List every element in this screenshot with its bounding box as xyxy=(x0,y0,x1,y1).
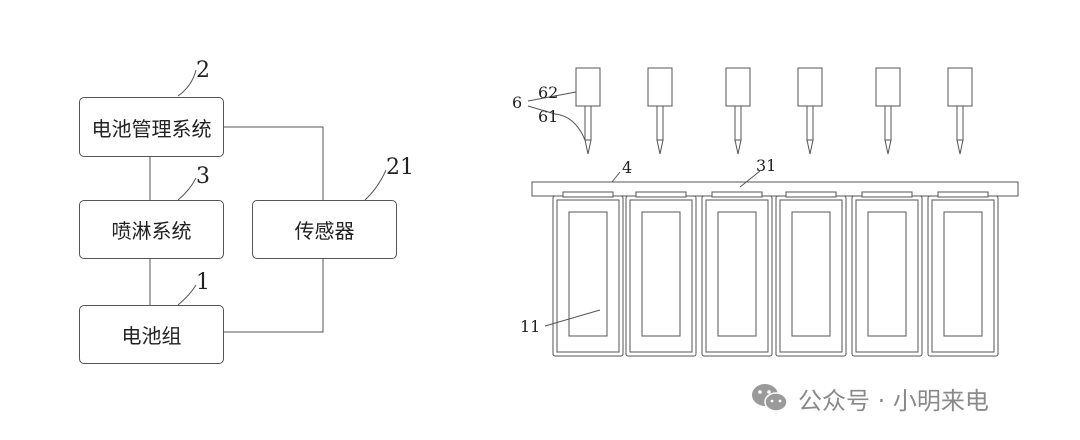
spray-nozzle xyxy=(647,67,673,155)
leader-62 xyxy=(527,91,577,102)
battery-cell-11 xyxy=(625,191,697,357)
ref-number-21: 21 xyxy=(386,155,414,180)
connector-sensor-pack xyxy=(222,258,324,333)
ref-number-6: 6 xyxy=(512,93,523,112)
leader-1 xyxy=(177,284,197,306)
cell-terminal-4 xyxy=(562,191,614,198)
cell-window xyxy=(943,211,983,337)
cell-terminal-4 xyxy=(937,191,989,198)
nozzle-tip xyxy=(584,139,592,155)
nozzle-stem-61 xyxy=(656,105,664,141)
ref-number-2: 2 xyxy=(196,58,210,83)
battery-pack-label: 电池组 xyxy=(121,324,182,348)
spray-system-label: 喷淋系统 xyxy=(111,219,192,243)
cell-window xyxy=(791,211,831,337)
nozzle-stem-61 xyxy=(806,105,814,141)
nozzle-tip xyxy=(806,139,814,155)
ref-number-11: 11 xyxy=(520,317,541,336)
bms-block: 电池管理系统 xyxy=(79,97,224,157)
spray-system-block: 喷淋系统 xyxy=(79,200,224,259)
ref-number-1: 1 xyxy=(196,270,210,295)
cell-row xyxy=(552,191,999,357)
nozzle-tip xyxy=(956,139,964,155)
cell-terminal-4 xyxy=(635,191,687,198)
battery-cell-11 xyxy=(775,191,847,357)
cell-window xyxy=(717,211,757,337)
spray-nozzle xyxy=(875,67,901,155)
battery-cell-11 xyxy=(552,191,624,357)
battery-cell-11 xyxy=(851,191,923,357)
leader-61 xyxy=(527,105,586,141)
cell-window xyxy=(867,211,907,337)
ref-number-3: 3 xyxy=(196,164,210,189)
spray-nozzle xyxy=(797,67,823,155)
leader-4 xyxy=(611,171,621,183)
ref-number-31: 31 xyxy=(756,156,777,175)
bms-label: 电池管理系统 xyxy=(91,116,212,141)
sensor-block: 传感器 xyxy=(252,200,397,259)
ref-number-62: 62 xyxy=(538,83,559,102)
spray-nozzle xyxy=(947,67,973,155)
nozzle-tip xyxy=(884,139,892,155)
spray-nozzle xyxy=(725,67,751,155)
battery-cell-11 xyxy=(927,191,999,357)
battery-cell-11 xyxy=(701,191,773,357)
cell-window xyxy=(568,211,608,337)
nozzle-stem-61 xyxy=(884,105,892,141)
nozzle-row xyxy=(575,67,973,155)
spray-nozzle xyxy=(575,67,601,155)
wechat-icon xyxy=(752,384,788,412)
cell-terminal-4 xyxy=(785,191,837,198)
nozzle-head-62 xyxy=(725,67,751,107)
cell-terminal-4 xyxy=(861,191,913,198)
nozzle-stem-61 xyxy=(584,105,592,141)
battery-pack-block: 电池组 xyxy=(79,305,224,364)
mechanical-drawing xyxy=(527,67,1019,357)
sensor-label: 传感器 xyxy=(294,219,355,243)
nozzle-stem-61 xyxy=(734,105,742,141)
connector-bms-sensor xyxy=(222,126,324,200)
nozzle-head-62 xyxy=(797,67,823,107)
ref-number-4: 4 xyxy=(622,158,633,177)
cell-window xyxy=(641,211,681,337)
block-connectors xyxy=(149,69,387,333)
leader-21 xyxy=(364,169,387,201)
cell-terminal-4 xyxy=(711,191,763,198)
leader-2 xyxy=(177,69,197,97)
nozzle-tip xyxy=(734,139,742,155)
nozzle-head-62 xyxy=(575,67,601,107)
nozzle-tip xyxy=(656,139,664,155)
watermark-text: 公众号 · 小明来电 xyxy=(798,386,989,415)
nozzle-head-62 xyxy=(647,67,673,107)
ref-number-61: 61 xyxy=(538,107,559,126)
nozzle-head-62 xyxy=(947,67,973,107)
watermark: 公众号 · 小明来电 xyxy=(750,378,989,418)
nozzle-head-62 xyxy=(875,67,901,107)
leader-11 xyxy=(544,309,601,327)
leader-3 xyxy=(177,177,197,201)
nozzle-stem-61 xyxy=(956,105,964,141)
leader-31 xyxy=(739,170,761,188)
